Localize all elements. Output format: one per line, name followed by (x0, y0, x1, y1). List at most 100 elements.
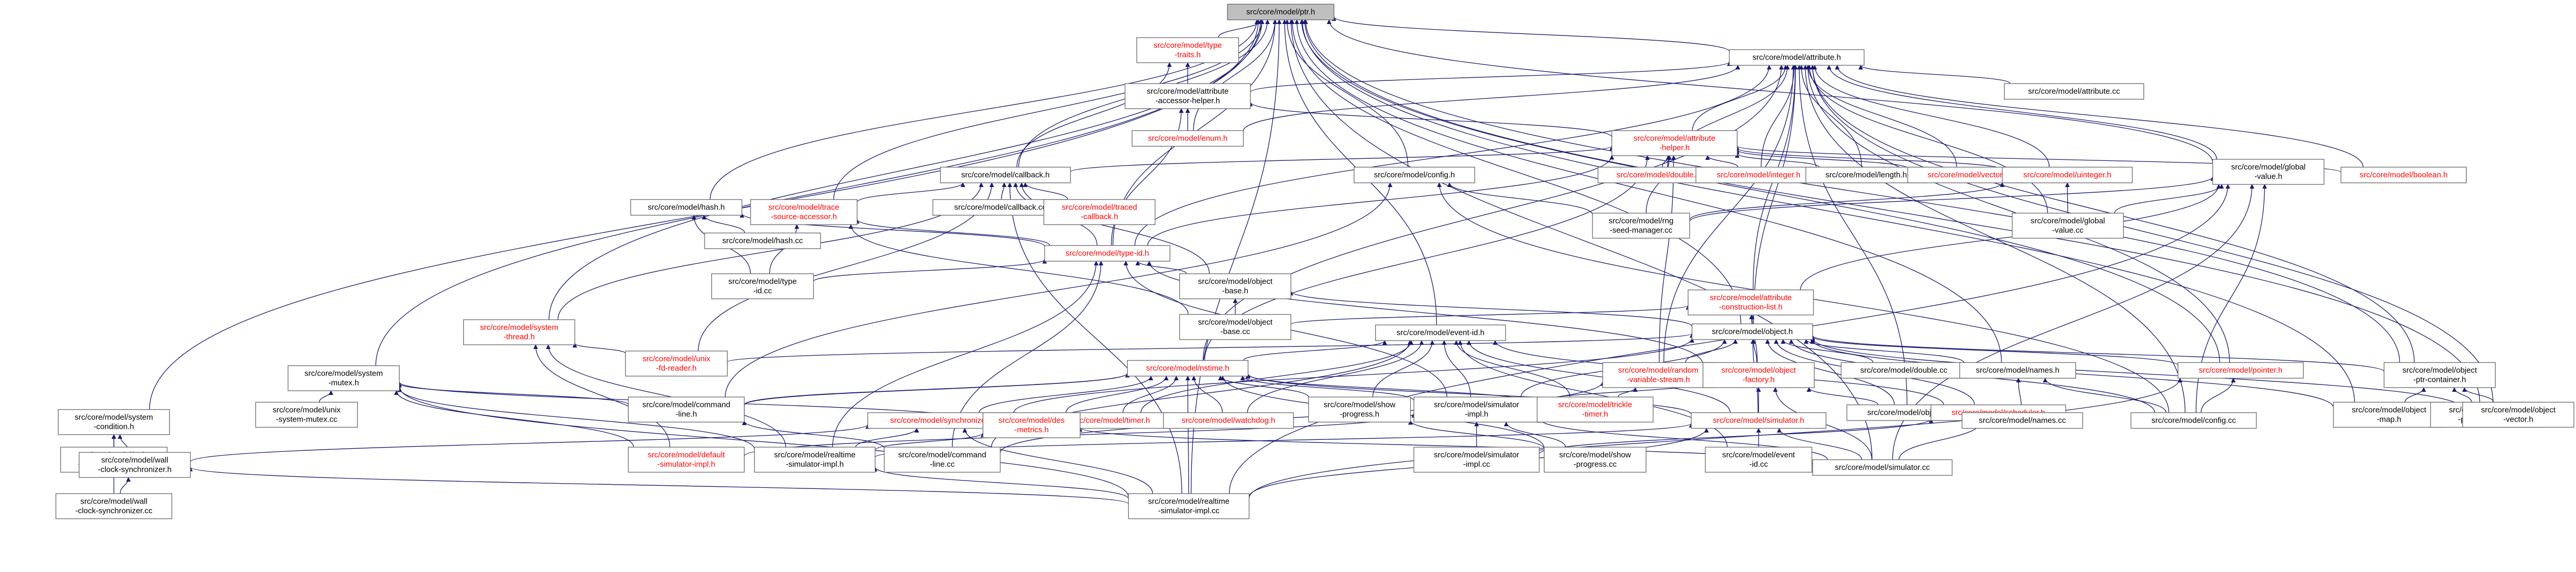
node-callback[interactable]: src/core/model/callback.h (940, 167, 1071, 183)
node-names[interactable]: src/core/model/names.h (1959, 362, 2076, 379)
node-box (2001, 167, 2133, 183)
edge-global-value-to-ptr (1327, 19, 2214, 163)
node-label: src/core/model/double.cc (1860, 366, 1948, 375)
edge-timer-to-nstime (1122, 376, 1179, 413)
node-attr-acc-helper[interactable]: src/core/model/attribute-accessor-helper… (1125, 83, 1251, 109)
node-label: src/core/model/type (729, 277, 797, 286)
node-label: -value.cc (2052, 226, 2084, 235)
node-object[interactable]: src/core/model/object.h (1691, 323, 1813, 340)
node-sys-thread[interactable]: src/core/model/system-thread.h (463, 319, 576, 345)
node-command-line[interactable]: src/core/model/command-line.h (628, 396, 745, 423)
node-obj-map[interactable]: src/core/model/object-map.h (2333, 402, 2445, 428)
edge-object-to-attribute (1753, 65, 1798, 324)
node-uinteger[interactable]: src/core/model/uinteger.h (2001, 167, 2133, 183)
node-hash[interactable]: src/core/model/hash.h (630, 199, 743, 216)
node-sys-cond[interactable]: src/core/model/system-condition.h (57, 409, 170, 435)
node-label: src/core/model/trace (768, 203, 839, 212)
node-event-id-cc[interactable]: src/core/model/event-id.cc (1705, 447, 1812, 473)
node-label: -simulator-impl.cc (1158, 507, 1220, 516)
node-obj-vector[interactable]: src/core/model/object-vector.h (2462, 402, 2574, 428)
node-enum[interactable]: src/core/model/enum.h (1131, 130, 1244, 147)
node-obj-base-cc[interactable]: src/core/model/object-base.cc (1179, 314, 1292, 340)
node-boolean[interactable]: src/core/model/boolean.h (2340, 167, 2467, 183)
edge-length-to-attr-helper (1735, 153, 1820, 168)
node-box (287, 365, 400, 391)
node-type-id[interactable]: src/core/model/type-id.h (1044, 245, 1170, 262)
node-config-cc[interactable]: src/core/model/config.cc (2130, 412, 2257, 429)
node-label: -thread.h (504, 333, 535, 342)
node-label: -traits.h (1175, 51, 1201, 60)
edge-boolean-to-attribute (1835, 65, 2364, 168)
node-label: -helper.h (1659, 144, 1690, 153)
node-realtime-impl-cc[interactable]: src/core/model/realtime-simulator-impl.c… (1128, 493, 1250, 519)
node-rng-seed[interactable]: src/core/model/rng-seed-manager.cc (1592, 213, 1690, 239)
node-box (1805, 167, 1927, 183)
node-trickle[interactable]: src/core/model/trickle-timer.h (1537, 396, 1654, 423)
node-global-value-cc[interactable]: src/core/model/global-value.cc (2011, 213, 2124, 239)
node-label: -metrics.h (1014, 426, 1049, 435)
node-names-cc[interactable]: src/core/model/names.cc (1961, 412, 2083, 429)
edge-enum-to-attribute (1243, 65, 1740, 131)
node-label: -impl.h (1465, 410, 1488, 419)
edge-command-line-cc-to-random-vs (1000, 381, 1605, 453)
node-box (1812, 459, 1953, 476)
node-simulator-cc[interactable]: src/core/model/simulator.cc (1812, 459, 1953, 476)
node-box (55, 493, 172, 519)
node-label: src/core/model/watchdog.h (1181, 416, 1275, 425)
edge-attr-helper-to-attr-acc-helper (1248, 101, 1612, 137)
edge-command-line-cc-to-command-line (742, 420, 885, 449)
node-unix-fd[interactable]: src/core/model/unix-fd-reader.h (625, 351, 728, 377)
node-box (1163, 412, 1294, 429)
node-obj-base[interactable]: src/core/model/object-base.h (1179, 273, 1292, 299)
node-sim-impl-cc[interactable]: src/core/model/simulator-impl.cc (1413, 447, 1540, 473)
node-show-progress-cc[interactable]: src/core/model/show-progress.cc (1543, 447, 1647, 473)
node-label: src/core/model/simulator (1434, 401, 1519, 410)
node-hash-cc[interactable]: src/core/model/hash.cc (704, 232, 821, 249)
node-unix-mutex-cc[interactable]: src/core/model/unix-system-mutex.cc (255, 402, 358, 428)
edge-nstime-to-event-id (1243, 340, 1387, 361)
node-box (2383, 362, 2496, 388)
node-command-line-cc[interactable]: src/core/model/command-line.cc (884, 447, 1001, 473)
node-global-value[interactable]: src/core/model/global-value.h (2212, 159, 2325, 185)
node-wall-clock-cc[interactable]: src/core/model/wall-clock-synchronizer.c… (55, 493, 172, 519)
node-simulator[interactable]: src/core/model/simulator.h (1691, 412, 1826, 429)
node-double-cc[interactable]: src/core/model/double.cc (1841, 362, 1967, 379)
node-label: src/core/model/object.h (1712, 328, 1793, 336)
node-default-sim-impl[interactable]: src/core/model/default-simulator-impl.h (628, 447, 745, 473)
node-box (1136, 37, 1239, 63)
node-config[interactable]: src/core/model/config.h (1353, 167, 1476, 183)
node-traced-cb[interactable]: src/core/model/traced-callback.h (1043, 199, 1156, 225)
node-label: src/core/model/show (1324, 401, 1396, 410)
edge-unix-mutex-cc-to-sys-mutex (319, 390, 334, 403)
node-length[interactable]: src/core/model/length.h (1805, 167, 1927, 183)
node-type-id-cc[interactable]: src/core/model/type-id.cc (711, 273, 814, 299)
node-pointer[interactable]: src/core/model/pointer.h (2177, 362, 2304, 379)
edge-wall-clock-cc-to-wall-clock (120, 477, 131, 494)
node-integer[interactable]: src/core/model/integer.h (1695, 167, 1822, 183)
node-label: -condition.h (93, 423, 134, 431)
node-sys-mutex[interactable]: src/core/model/system-mutex.h (287, 365, 400, 391)
node-label: src/core/model/synchronizer.h (890, 416, 994, 425)
node-attr-constr[interactable]: src/core/model/attribute-construction-li… (1688, 289, 1814, 316)
node-label: src/core/model/object (2403, 366, 2477, 375)
node-watchdog[interactable]: src/core/model/watchdog.h (1163, 412, 1294, 429)
node-box (940, 167, 1071, 183)
node-event-id[interactable]: src/core/model/event-id.h (1375, 324, 1506, 341)
node-attribute[interactable]: src/core/model/attribute.h (1729, 49, 1865, 66)
edge-trickle-to-event-id (1454, 340, 1571, 398)
node-object-factory[interactable]: src/core/model/object-factory.h (1702, 362, 1815, 388)
node-wall-clock[interactable]: src/core/model/wall-clock-synchronizer.h (78, 452, 191, 478)
edge-integer-to-attr-helper (1705, 155, 1739, 168)
node-obj-ptr-container[interactable]: src/core/model/object-ptr-container.h (2383, 362, 2496, 388)
node-realtime-impl-h[interactable]: src/core/model/realtime-simulator-impl.h (754, 447, 876, 473)
node-type-traits[interactable]: src/core/model/type-traits.h (1136, 37, 1239, 63)
node-random-vs[interactable]: src/core/model/random-variable-stream.h (1602, 362, 1715, 388)
edge-attr-helper-to-attribute (1692, 65, 1788, 131)
node-attr-helper[interactable]: src/core/model/attribute-helper.h (1611, 130, 1738, 156)
node-sim-impl[interactable]: src/core/model/simulator-impl.h (1413, 396, 1540, 423)
node-des-metrics[interactable]: src/core/model/des-metrics.h (982, 412, 1081, 438)
node-trace-src[interactable]: src/core/model/trace-source-accessor.h (750, 199, 858, 225)
node-nstime[interactable]: src/core/model/nstime.h (1127, 360, 1249, 377)
node-attribute-cc[interactable]: src/core/model/attribute.cc (2004, 83, 2145, 100)
node-show-progress[interactable]: src/core/model/show-progress.h (1308, 396, 1411, 423)
